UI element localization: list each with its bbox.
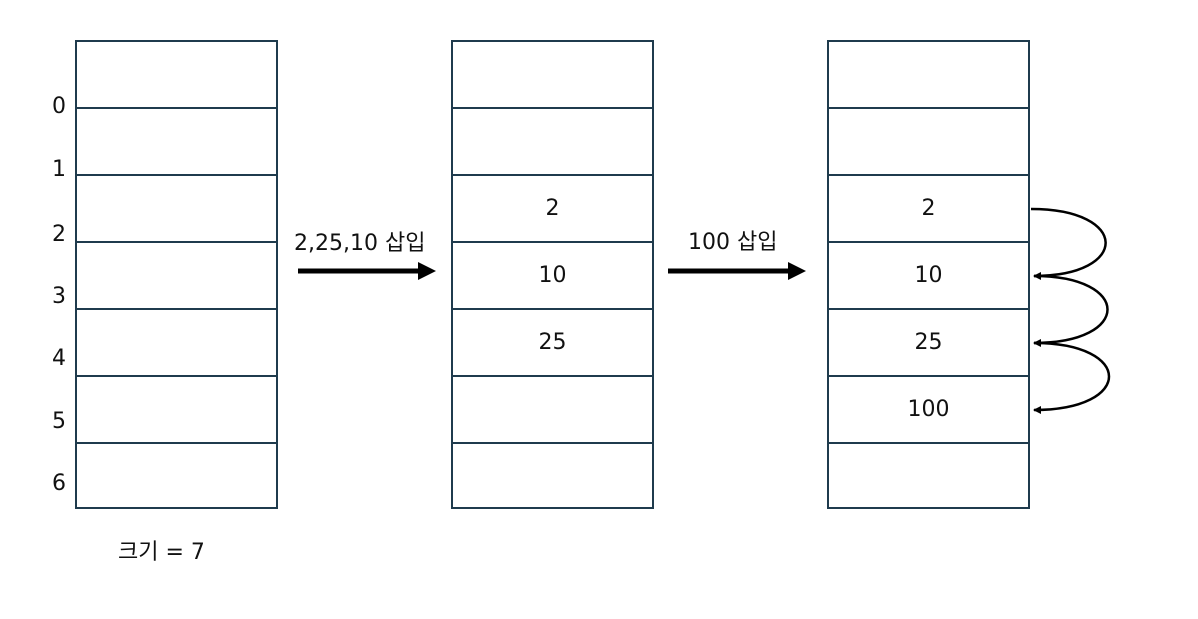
table1-slot-1 bbox=[77, 109, 276, 176]
index-label-6: 6 bbox=[52, 471, 66, 496]
table1-slot-2 bbox=[77, 176, 276, 243]
transition-arrow-2 bbox=[668, 262, 806, 280]
probe-arrow-4-to-5 bbox=[1033, 341, 1110, 414]
table2-slot-1 bbox=[453, 109, 652, 176]
table2-slot-4: 25 bbox=[453, 310, 652, 377]
hash-table-empty bbox=[75, 40, 278, 509]
table2-slot-3: 10 bbox=[453, 243, 652, 310]
probe-arrow-2-to-3 bbox=[1030, 207, 1107, 280]
table3-slot-5: 100 bbox=[829, 377, 1028, 444]
hash-table-after-step2: 2 10 25 100 bbox=[827, 40, 1030, 509]
table1-slot-4 bbox=[77, 310, 276, 377]
table3-slot-3: 10 bbox=[829, 243, 1028, 310]
size-label: 크기 = 7 bbox=[118, 540, 205, 565]
table2-slot-5 bbox=[453, 377, 652, 444]
table3-slot-4: 25 bbox=[829, 310, 1028, 377]
table2-slot-2: 2 bbox=[453, 176, 652, 243]
index-label-1: 1 bbox=[52, 157, 66, 182]
table1-slot-3 bbox=[77, 243, 276, 310]
table3-slot-0 bbox=[829, 42, 1028, 109]
step2-label: 100 삽입 bbox=[688, 230, 778, 255]
table3-slot-2: 2 bbox=[829, 176, 1028, 243]
transition-arrow-1 bbox=[298, 262, 436, 280]
index-label-5: 5 bbox=[52, 409, 66, 434]
table1-slot-0 bbox=[77, 42, 276, 109]
hash-table-after-step1: 2 10 25 bbox=[451, 40, 654, 509]
index-label-0: 0 bbox=[52, 94, 66, 119]
probe-arrow-3-to-4 bbox=[1033, 274, 1109, 347]
table1-slot-5 bbox=[77, 377, 276, 444]
step1-label: 2,25,10 삽입 bbox=[294, 231, 426, 256]
table3-slot-1 bbox=[829, 109, 1028, 176]
table2-slot-0 bbox=[453, 42, 652, 109]
index-label-4: 4 bbox=[52, 346, 66, 371]
index-label-3: 3 bbox=[52, 284, 66, 309]
index-label-2: 2 bbox=[52, 222, 66, 247]
